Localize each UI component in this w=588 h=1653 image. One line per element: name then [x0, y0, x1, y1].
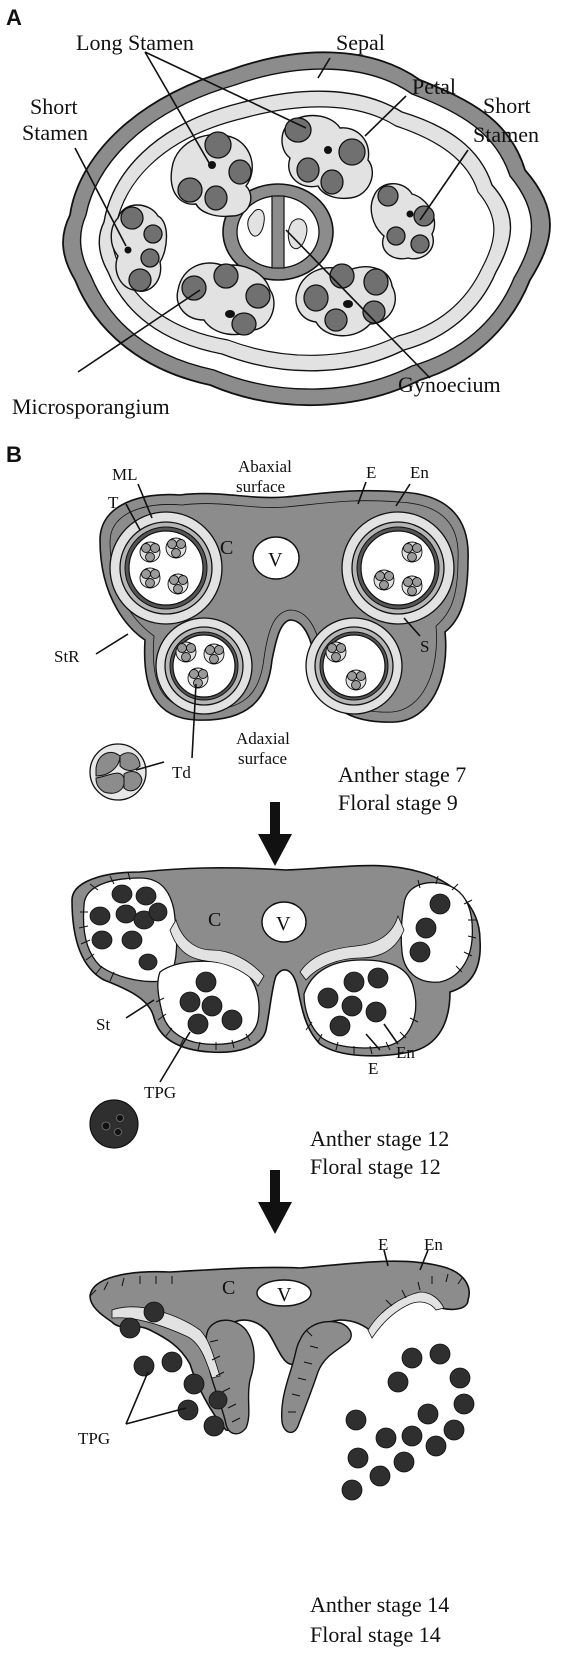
s12-label-st: St [96, 1015, 110, 1034]
panel-a-letter: A [6, 5, 22, 30]
s14-label-v: V [277, 1284, 292, 1306]
s7-label-s: S [420, 637, 429, 656]
s7-label-abaxial-2: surface [236, 477, 285, 496]
pollen-grain-detail-12 [90, 1100, 138, 1148]
s7-label-str: StR [54, 647, 80, 666]
s12-label-tpg: TPG [144, 1083, 176, 1102]
label-petal: Petal [412, 74, 456, 99]
s7-stage-floral: Floral stage 9 [338, 790, 458, 815]
arrow-down-2-icon [258, 1170, 292, 1234]
s7-label-t: T [108, 493, 119, 512]
label-sepal: Sepal [336, 30, 385, 55]
s7-label-c: C [220, 537, 233, 559]
s14-label-c: C [222, 1277, 235, 1299]
s12-label-c: C [208, 909, 221, 931]
flower-cross-section [63, 52, 550, 405]
label-short-stamen-right-1: Short [483, 93, 531, 118]
label-short-stamen-left-1: Short [30, 94, 78, 119]
s7-label-td: Td [172, 763, 191, 782]
s7-label-adaxial-1: Adaxial [236, 729, 290, 748]
label-microsporangium: Microsporangium [12, 394, 170, 419]
s7-label-abaxial-1: Abaxial [238, 457, 292, 476]
s12-label-e: E [368, 1059, 378, 1078]
s12-stage-floral: Floral stage 12 [310, 1154, 441, 1179]
s12-label-en: En [396, 1043, 415, 1062]
locule-upper-right [342, 512, 454, 624]
tetrad-detail [90, 744, 146, 800]
s14-stage-anther: Anther stage 14 [310, 1592, 449, 1617]
s7-label-en: En [410, 463, 429, 482]
locule-lower-left [156, 618, 252, 714]
s7-label-adaxial-2: surface [238, 749, 287, 768]
arrow-down-1-icon [258, 802, 292, 866]
label-gynoecium: Gynoecium [398, 372, 501, 397]
s7-label-ml: ML [112, 465, 138, 484]
locule-upper-left [110, 512, 222, 624]
s14-stage-floral: Floral stage 14 [310, 1622, 441, 1647]
short-stamen-left [111, 205, 166, 291]
anther-stage-12 [72, 866, 480, 1148]
s7-label-e: E [366, 463, 376, 482]
s14-label-e: E [378, 1235, 388, 1254]
label-short-stamen-right-2: Stamen [473, 122, 539, 147]
label-long-stamen: Long Stamen [76, 30, 194, 55]
s12-stage-anther: Anther stage 12 [310, 1126, 449, 1151]
panel-b-letter: B [6, 442, 22, 467]
s12-label-v: V [276, 913, 291, 935]
s14-label-en: En [424, 1235, 443, 1254]
s7-stage-anther: Anther stage 7 [338, 762, 466, 787]
locule-lower-right [306, 618, 402, 714]
s14-label-tpg: TPG [78, 1429, 110, 1448]
label-short-stamen-left-2: Stamen [22, 120, 88, 145]
s7-label-v: V [268, 549, 283, 571]
